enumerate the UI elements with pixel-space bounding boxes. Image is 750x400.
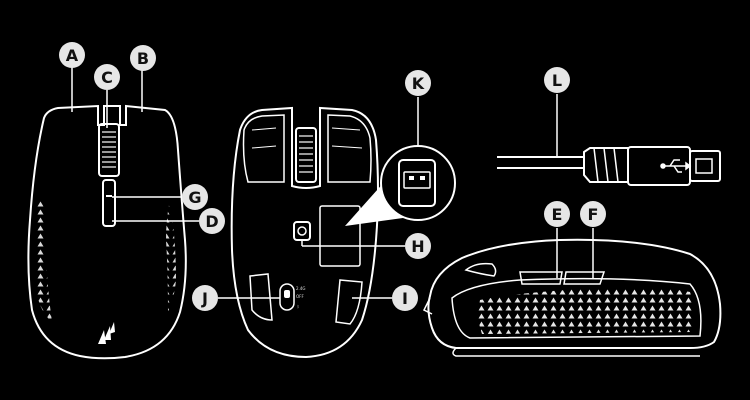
side-grip-texture	[478, 287, 695, 334]
svg-text:C: C	[101, 68, 113, 87]
svg-text:K: K	[412, 74, 425, 93]
label-badge-e: E	[544, 201, 570, 227]
label-badge-i: I	[392, 285, 418, 311]
wireless-dongle-icon	[398, 159, 436, 207]
usb-connector-plug	[689, 150, 721, 182]
label-badge-h: H	[405, 233, 431, 259]
bottom-foot-lower-right	[335, 279, 363, 325]
side-back-button	[563, 271, 606, 285]
side-view-body-outline	[427, 238, 722, 349]
usb-cable	[497, 146, 721, 186]
bottom-foot-right	[327, 114, 372, 183]
svg-text:A: A	[66, 46, 79, 65]
label-badge-l: L	[544, 67, 570, 93]
svg-text:J: J	[201, 289, 208, 308]
zoom-callout-circle	[380, 145, 456, 221]
switch-mark-24g: 2.4G	[296, 286, 305, 291]
dongle-storage-compartment	[319, 205, 361, 267]
svg-text:L: L	[552, 71, 562, 90]
switch-labels: 2.4G OFF ᛒ	[296, 286, 305, 309]
bottom-foot-lower-left	[249, 273, 273, 321]
svg-text:F: F	[588, 205, 599, 224]
bottom-view-body-outline	[230, 106, 379, 359]
corsair-logo-icon	[98, 322, 115, 344]
side-forward-button	[519, 271, 563, 285]
label-badge-k: K	[405, 70, 431, 96]
mouse-side-view	[422, 238, 722, 357]
svg-text:H: H	[411, 237, 424, 256]
power-switch	[279, 283, 295, 311]
switch-mark-bluetooth: ᛒ	[297, 304, 299, 309]
optical-sensor	[293, 221, 311, 241]
right-grip-texture	[166, 200, 176, 312]
label-badge-j: J	[192, 285, 218, 311]
label-badge-b: B	[130, 45, 156, 71]
top-scroll-wheel	[98, 123, 120, 177]
top-view-body-outline	[27, 104, 187, 360]
svg-text:B: B	[137, 49, 149, 68]
dpi-button	[102, 179, 116, 227]
mouse-bottom-view	[230, 106, 379, 359]
svg-text:I: I	[402, 289, 408, 308]
bottom-foot-left	[242, 114, 285, 183]
mouse-top-view	[27, 104, 187, 360]
label-badge-d: D	[199, 208, 225, 234]
label-badge-c: C	[94, 64, 120, 90]
label-badge-a: A	[59, 42, 85, 68]
leader-lines	[71, 62, 594, 299]
svg-text:G: G	[188, 188, 201, 207]
label-badge-g: G	[182, 184, 208, 210]
left-grip-texture	[35, 200, 52, 322]
usb-icon	[660, 159, 692, 173]
svg-text:D: D	[205, 212, 218, 231]
switch-mark-off: OFF	[296, 294, 304, 299]
svg-text:E: E	[552, 205, 563, 224]
label-badge-f: F	[580, 201, 606, 227]
